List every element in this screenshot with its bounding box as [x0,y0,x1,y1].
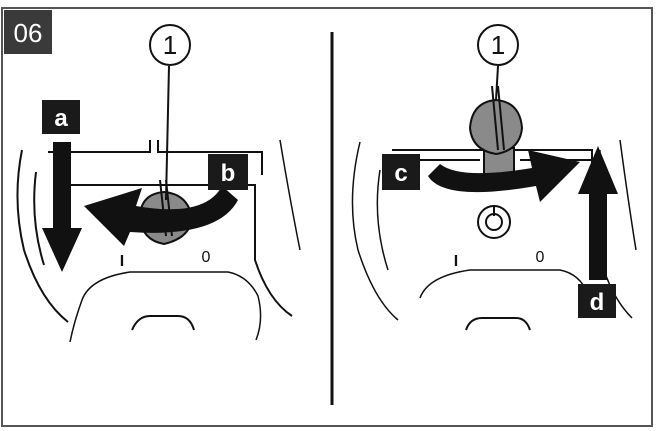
right-position-zero: 0 [536,249,545,266]
left-position-one: I [120,253,124,270]
right-position-one: I [454,253,458,270]
left-panel: 1 a b I 0 [16,24,301,343]
arrow-a-down [42,142,82,272]
arrow-d-up [578,146,618,280]
left-housing [16,139,301,343]
left-callout-1: 1 [149,24,191,201]
right-callout-number: 1 [491,30,505,60]
left-callout-number: 1 [163,30,177,60]
right-panel: 1 c d I 0 [351,24,637,331]
arrow-c-curved [428,150,580,202]
label-b: b [221,160,236,187]
label-a: a [54,105,68,132]
step-number: 06 [14,18,43,48]
step-badge: 06 [4,10,52,54]
arrow-b-curved [84,186,238,246]
label-d: d [590,289,605,316]
right-callout-1: 1 [477,24,519,101]
left-position-zero: 0 [202,249,211,266]
label-c: c [394,160,407,187]
label-a-badge: a [42,100,80,134]
label-b-badge: b [208,154,248,190]
label-c-badge: c [382,154,420,190]
label-d-badge: d [578,284,616,318]
socket [477,205,511,239]
